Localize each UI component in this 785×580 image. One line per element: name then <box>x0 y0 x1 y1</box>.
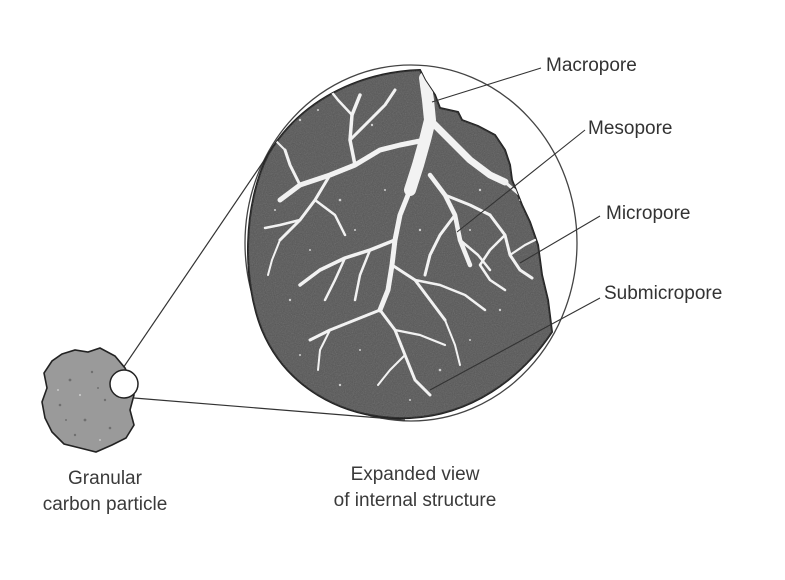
granular-carbon-particle <box>42 348 138 452</box>
internal-structure-disc <box>240 65 560 425</box>
caption-granular-particle: Granular carbon particle <box>10 466 200 518</box>
caption-expanded-view: Expanded view of internal structure <box>300 462 530 514</box>
label-macropore: Macropore <box>546 55 637 77</box>
magnified-region-circle <box>110 370 138 398</box>
label-submicropore: Submicropore <box>604 283 722 305</box>
label-mesopore: Mesopore <box>588 118 673 140</box>
caption-granular-line2: carbon particle <box>10 492 200 518</box>
caption-granular-line1: Granular <box>10 466 200 492</box>
caption-expanded-line1: Expanded view <box>300 462 530 488</box>
label-micropore: Micropore <box>606 203 690 225</box>
caption-expanded-line2: of internal structure <box>300 488 530 514</box>
macropore-leader-line <box>432 68 541 102</box>
